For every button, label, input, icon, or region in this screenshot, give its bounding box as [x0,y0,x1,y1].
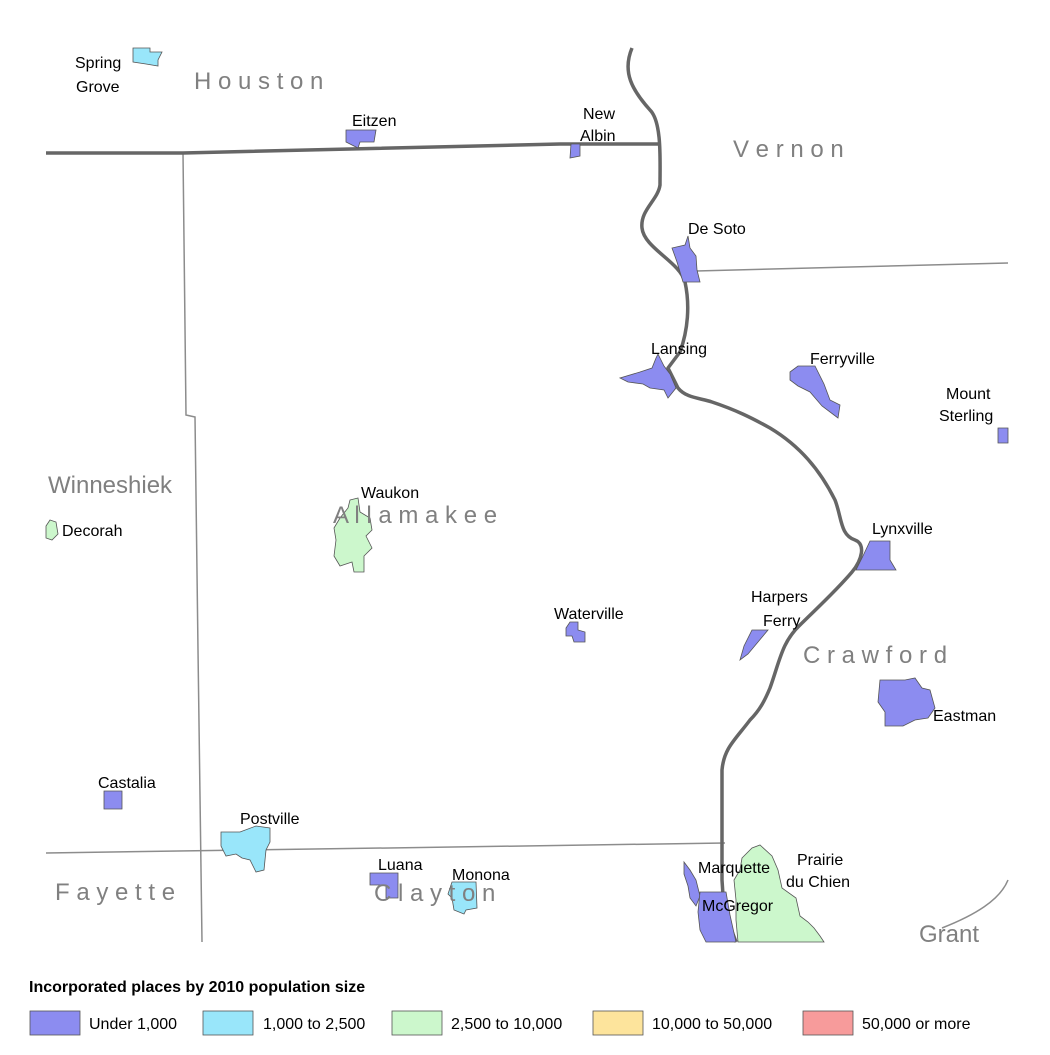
place-label-mount-sterling-line2: Sterling [939,408,993,425]
place-marquette[interactable] [683,860,701,907]
legend-swatch-10000-50000 [592,1010,644,1036]
place-de-soto[interactable] [671,235,701,283]
incorporated-places [45,47,1009,943]
county-label-fayette: F a y e t t e [55,879,175,906]
legend-swatch-under-1000 [29,1010,81,1036]
place-label-harpers-ferry-line1: Harpers [751,589,808,606]
place-label-prairie-du-chien-line2: du Chien [786,874,850,891]
place-waterville[interactable] [565,621,586,643]
place-label-ferryville: Ferryville [810,351,875,368]
legend-swatch-2500-10000 [391,1010,443,1036]
place-label-waukon: Waukon [361,485,419,502]
county-label-allamakee: A l l a m a k e e [333,502,497,529]
legend-label-2500-10000: 2,500 to 10,000 [451,1016,562,1033]
iowa-south-row-boundary [45,842,726,854]
place-label-eitzen: Eitzen [352,113,396,130]
legend-label-10000-50000: 10,000 to 50,000 [652,1016,772,1033]
place-waukon[interactable] [333,497,373,573]
county-label-grant: Grant [919,921,979,948]
place-postville[interactable] [220,825,271,873]
place-eastman[interactable] [877,677,936,727]
place-label-postville: Postville [240,811,300,828]
mississippi-river-border [626,47,864,943]
place-label-mcgregor: McGregor [702,898,774,915]
place-label-de-soto: De Soto [688,221,746,238]
place-label-luana: Luana [378,857,423,874]
county-labels: H o u s t o n V e r n o n Winneshiek A l… [48,68,979,948]
state-boundaries [46,47,864,943]
place-label-lynxville: Lynxville [872,521,933,538]
minnesota-iowa-border [46,142,660,155]
place-ferryville[interactable] [789,365,841,419]
winneshiek-allamakee-boundary [182,152,203,943]
place-monona[interactable] [447,881,478,915]
place-spring-grove[interactable] [132,47,163,67]
county-label-crawford: C r a w f o r d [803,642,947,669]
vernon-crawford-boundary [695,262,1009,272]
place-label-harpers-ferry-line2: Ferry [763,613,800,630]
place-label-lansing: Lansing [651,341,707,358]
county-label-winneshiek: Winneshiek [48,472,173,499]
place-lansing[interactable] [618,353,677,399]
place-mount-sterling[interactable] [997,427,1009,444]
place-new-albin[interactable] [569,143,581,159]
place-label-mount-sterling-line1: Mount [946,386,991,403]
county-label-vernon: V e r n o n [733,136,844,163]
county-boundaries [45,152,1009,943]
legend-title: Incorporated places by 2010 population s… [29,979,365,996]
place-labels: Spring Grove Eitzen New Albin De Soto La… [62,55,996,915]
place-mcgregor[interactable] [697,891,737,943]
legend-label-under-1000: Under 1,000 [89,1016,177,1033]
place-label-new-albin-line2: Albin [580,128,616,145]
county-label-houston: H o u s t o n [194,68,323,95]
legend-swatch-1000-2500 [202,1010,254,1036]
place-label-marquette: Marquette [698,860,770,877]
place-label-monona: Monona [452,867,510,884]
county-label-clayton: C l a y t o n [374,880,495,907]
place-label-new-albin-line1: New [583,106,615,123]
crawford-grant-boundary [941,879,1009,929]
place-eitzen[interactable] [345,129,377,149]
place-decorah[interactable] [45,519,59,541]
legend-label-1000-2500: 1,000 to 2,500 [263,1016,365,1033]
legend-swatch-50000-plus [802,1010,854,1036]
place-prairie-du-chien[interactable] [733,844,825,943]
place-harpers-ferry[interactable] [739,629,769,662]
place-label-decorah: Decorah [62,523,122,540]
place-luana[interactable] [369,872,399,899]
place-label-prairie-du-chien-line1: Prairie [797,852,843,869]
legend-label-50000-plus: 50,000 or more [862,1016,971,1033]
place-lynxville[interactable] [855,540,897,571]
place-label-waterville: Waterville [554,606,624,623]
place-label-spring-grove-line1: Spring [75,55,121,72]
place-label-spring-grove-line2: Grove [76,79,120,96]
place-label-castalia: Castalia [98,775,156,792]
place-castalia[interactable] [103,790,123,810]
place-label-eastman: Eastman [933,708,996,725]
legend: Incorporated places by 2010 population s… [29,979,971,1036]
